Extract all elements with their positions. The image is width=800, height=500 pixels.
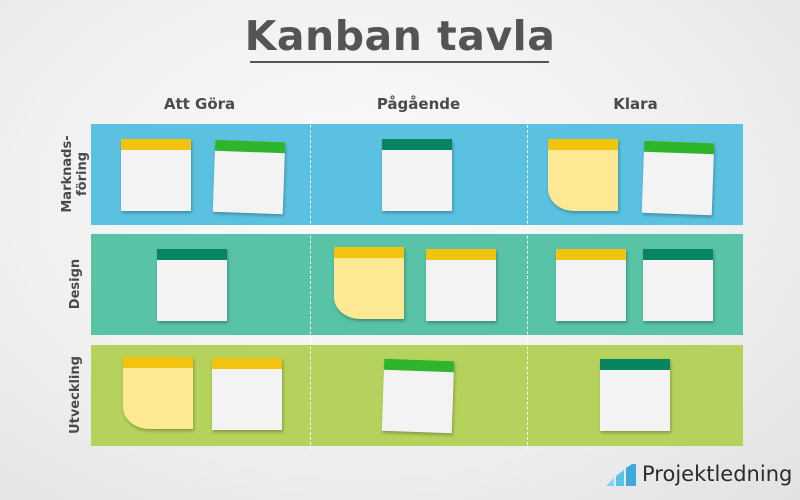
page-title: Kanban tavla bbox=[244, 12, 556, 60]
row-label-line: föring bbox=[75, 152, 90, 197]
row-label-line: Design bbox=[67, 258, 83, 310]
note-band bbox=[382, 139, 452, 150]
sticky-note[interactable] bbox=[548, 139, 618, 211]
sticky-note[interactable] bbox=[381, 358, 455, 434]
column-header-pagaende: Pågående bbox=[376, 95, 461, 113]
note-band bbox=[643, 249, 713, 260]
logo-text: Projektledning bbox=[642, 462, 793, 486]
sticky-note[interactable] bbox=[157, 249, 227, 321]
note-band bbox=[212, 358, 282, 369]
note-band bbox=[334, 247, 404, 258]
note-band bbox=[157, 249, 227, 260]
column-divider bbox=[310, 120, 311, 450]
sticky-note[interactable] bbox=[212, 139, 286, 215]
sticky-note[interactable] bbox=[382, 139, 452, 211]
row-label-design: Design bbox=[55, 233, 95, 335]
projektledning-logo[interactable]: Projektledning bbox=[604, 462, 792, 486]
sticky-note[interactable] bbox=[643, 249, 713, 321]
note-band bbox=[556, 249, 626, 260]
column-divider bbox=[527, 120, 528, 450]
note-band bbox=[600, 359, 670, 370]
note-band bbox=[123, 357, 193, 368]
sticky-note[interactable] bbox=[426, 249, 496, 321]
sticky-note[interactable] bbox=[121, 139, 191, 211]
column-header-att-gora: Att Göra bbox=[163, 95, 236, 113]
sticky-note[interactable] bbox=[600, 359, 670, 431]
note-band bbox=[548, 139, 618, 150]
row-label-marknadsforing: Marknads- föring bbox=[55, 123, 95, 225]
row-label-line: Marknads- bbox=[60, 135, 75, 213]
sticky-note[interactable] bbox=[641, 140, 715, 216]
note-band bbox=[121, 139, 191, 150]
title-underline bbox=[250, 61, 549, 63]
sticky-note[interactable] bbox=[123, 357, 193, 429]
note-band bbox=[214, 139, 286, 154]
note-band bbox=[426, 249, 496, 260]
bar-chart-logo-icon bbox=[606, 464, 636, 486]
note-band bbox=[643, 140, 715, 155]
note-band bbox=[383, 358, 455, 373]
sticky-note[interactable] bbox=[334, 247, 404, 319]
column-header-klara: Klara bbox=[613, 95, 658, 113]
sticky-note[interactable] bbox=[212, 358, 282, 430]
sticky-note[interactable] bbox=[556, 249, 626, 321]
row-label-line: Utveckling bbox=[67, 356, 83, 434]
row-label-utveckling: Utveckling bbox=[55, 344, 95, 446]
